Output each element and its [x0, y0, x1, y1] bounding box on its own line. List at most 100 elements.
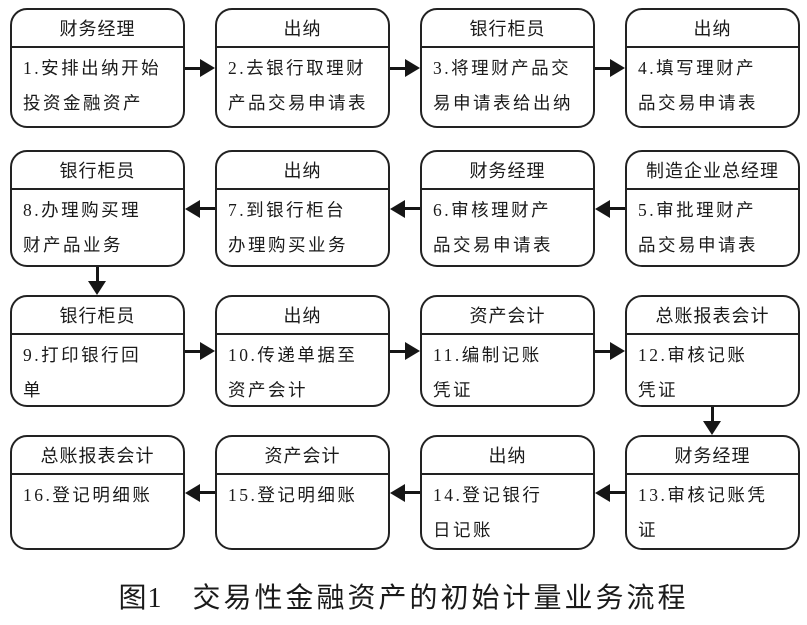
arrow-shaft [185, 349, 200, 353]
node-task: 6.审核理财产 品交易申请表 [433, 200, 553, 255]
flow-row: 银行柜员 9.打印银行回 单 出纳 10.传递单据至 资产会计 资产会计 11.编制记账 … [10, 295, 800, 407]
arrowhead-icon [595, 199, 610, 218]
flow-node: 总账报表会计 12.审核记账 凭证 [625, 295, 800, 407]
arrowhead-icon [200, 59, 215, 77]
figure-caption-label: 图1 [118, 583, 163, 614]
node-role: 出纳 [627, 10, 798, 48]
flow-node: 财务经理 1.安排出纳开始 投资金融资产 [10, 8, 185, 128]
arrow-shaft [200, 207, 215, 210]
node-task: 15.登记明细账 [228, 485, 358, 505]
node-task: 12.审核记账 凭证 [638, 345, 748, 400]
figure-caption: 图1 交易性金融资产的初始计量业务流程 [0, 576, 807, 616]
flow-row: 银行柜员 8.办理购买理 财产品业务 出纳 7.到银行柜台 办理购买业务 财务经理 6.审… [10, 150, 800, 267]
arrow-shaft [200, 491, 215, 494]
node-role: 银行柜员 [12, 297, 183, 335]
node-role: 银行柜员 [422, 10, 593, 48]
node-role: 出纳 [217, 10, 388, 48]
flow-node: 银行柜员 8.办理购买理 财产品业务 [10, 150, 185, 267]
flow-node: 出纳 2.去银行取理财 产品交易申请表 [215, 8, 390, 128]
arrow-shaft [595, 66, 610, 70]
node-role: 总账报表会计 [12, 437, 183, 475]
node-role: 出纳 [217, 152, 388, 190]
flow-arrow-right [595, 295, 625, 407]
flow-node: 资产会计 15.登记明细账 [215, 435, 390, 550]
flow-node: 总账报表会计 16.登记明细账 [10, 435, 185, 550]
flow-arrow-left [595, 150, 625, 267]
node-task: 11.编制记账 凭证 [433, 345, 542, 400]
arrowhead-icon [610, 59, 625, 77]
flow-node: 银行柜员 9.打印银行回 单 [10, 295, 185, 407]
arrowhead-icon [405, 342, 420, 360]
flow-node: 出纳 14.登记银行 日记账 [420, 435, 595, 550]
figure-caption-title: 交易性金融资产的初始计量业务流程 [192, 583, 689, 614]
row-gap [10, 128, 800, 150]
node-task: 5.审批理财产 品交易申请表 [638, 200, 758, 255]
node-role: 总账报表会计 [627, 297, 798, 335]
arrow-shaft [185, 66, 200, 70]
arrowhead-icon [185, 483, 200, 502]
flow-arrow-left [185, 435, 215, 550]
node-task: 10.传递单据至 资产会计 [228, 345, 358, 400]
flow-row: 总账报表会计 16.登记明细账 资产会计 15.登记明细账 出纳 14.登记银行 日记账 财… [10, 435, 800, 550]
node-task: 13.审核记账凭 证 [638, 485, 768, 540]
node-task: 1.安排出纳开始 投资金融资产 [23, 58, 162, 113]
arrow-shaft [390, 349, 405, 353]
flow-arrow-left [595, 435, 625, 550]
flow-arrow-left [390, 435, 420, 550]
node-task: 7.到银行柜台 办理购买业务 [228, 200, 348, 255]
node-task: 4.填写理财产 品交易申请表 [638, 58, 758, 113]
node-role: 财务经理 [627, 437, 798, 475]
flow-arrow-right [185, 295, 215, 407]
flow-node: 银行柜员 3.将理财产品交 易申请表给出纳 [420, 8, 595, 128]
arrow-shaft [390, 66, 405, 70]
arrowhead-icon [390, 483, 405, 502]
arrow-shaft [610, 491, 625, 494]
node-task: 3.将理财产品交 易申请表给出纳 [433, 58, 573, 113]
row-gap [10, 267, 800, 295]
node-task: 2.去银行取理财 产品交易申请表 [228, 58, 368, 113]
flow-node: 财务经理 13.审核记账凭 证 [625, 435, 800, 550]
row-gap [10, 407, 800, 435]
node-role: 银行柜员 [12, 152, 183, 190]
flow-node: 资产会计 11.编制记账 凭证 [420, 295, 595, 407]
arrow-shaft [95, 267, 99, 281]
arrowhead-icon [88, 281, 106, 295]
arrow-shaft [595, 349, 610, 353]
flow-arrow-left [390, 150, 420, 267]
node-role: 资产会计 [422, 297, 593, 335]
flow-arrow-down [87, 267, 107, 295]
arrowhead-icon [610, 342, 625, 360]
node-role: 出纳 [217, 297, 388, 335]
flow-arrow-right [595, 8, 625, 128]
node-role: 财务经理 [12, 10, 183, 48]
arrow-shaft [610, 207, 625, 210]
node-task: 9.打印银行回 单 [23, 345, 142, 400]
flow-arrow-right [390, 8, 420, 128]
flow-node: 制造企业总经理 5.审批理财产 品交易申请表 [625, 150, 800, 267]
flow-node: 出纳 10.传递单据至 资产会计 [215, 295, 390, 407]
node-task: 16.登记明细账 [23, 485, 153, 505]
node-role: 资产会计 [217, 437, 388, 475]
arrowhead-icon [595, 483, 610, 502]
flow-arrow-right [390, 295, 420, 407]
arrow-shaft [405, 207, 420, 210]
arrow-shaft [405, 491, 420, 494]
flow-arrow-down [702, 407, 722, 435]
arrowhead-icon [703, 421, 721, 435]
flow-node: 出纳 7.到银行柜台 办理购买业务 [215, 150, 390, 267]
arrowhead-icon [390, 199, 405, 218]
flow-node: 出纳 4.填写理财产 品交易申请表 [625, 8, 800, 128]
arrow-shaft [710, 407, 714, 421]
flow-node: 财务经理 6.审核理财产 品交易申请表 [420, 150, 595, 267]
node-task: 14.登记银行 日记账 [433, 485, 543, 540]
flow-arrow-right [185, 8, 215, 128]
node-role: 财务经理 [422, 152, 593, 190]
node-task: 8.办理购买理 财产品业务 [23, 200, 142, 255]
flow-arrow-left [185, 150, 215, 267]
node-role: 制造企业总经理 [627, 152, 798, 190]
arrowhead-icon [405, 59, 420, 77]
arrowhead-icon [185, 199, 200, 218]
node-role: 出纳 [422, 437, 593, 475]
